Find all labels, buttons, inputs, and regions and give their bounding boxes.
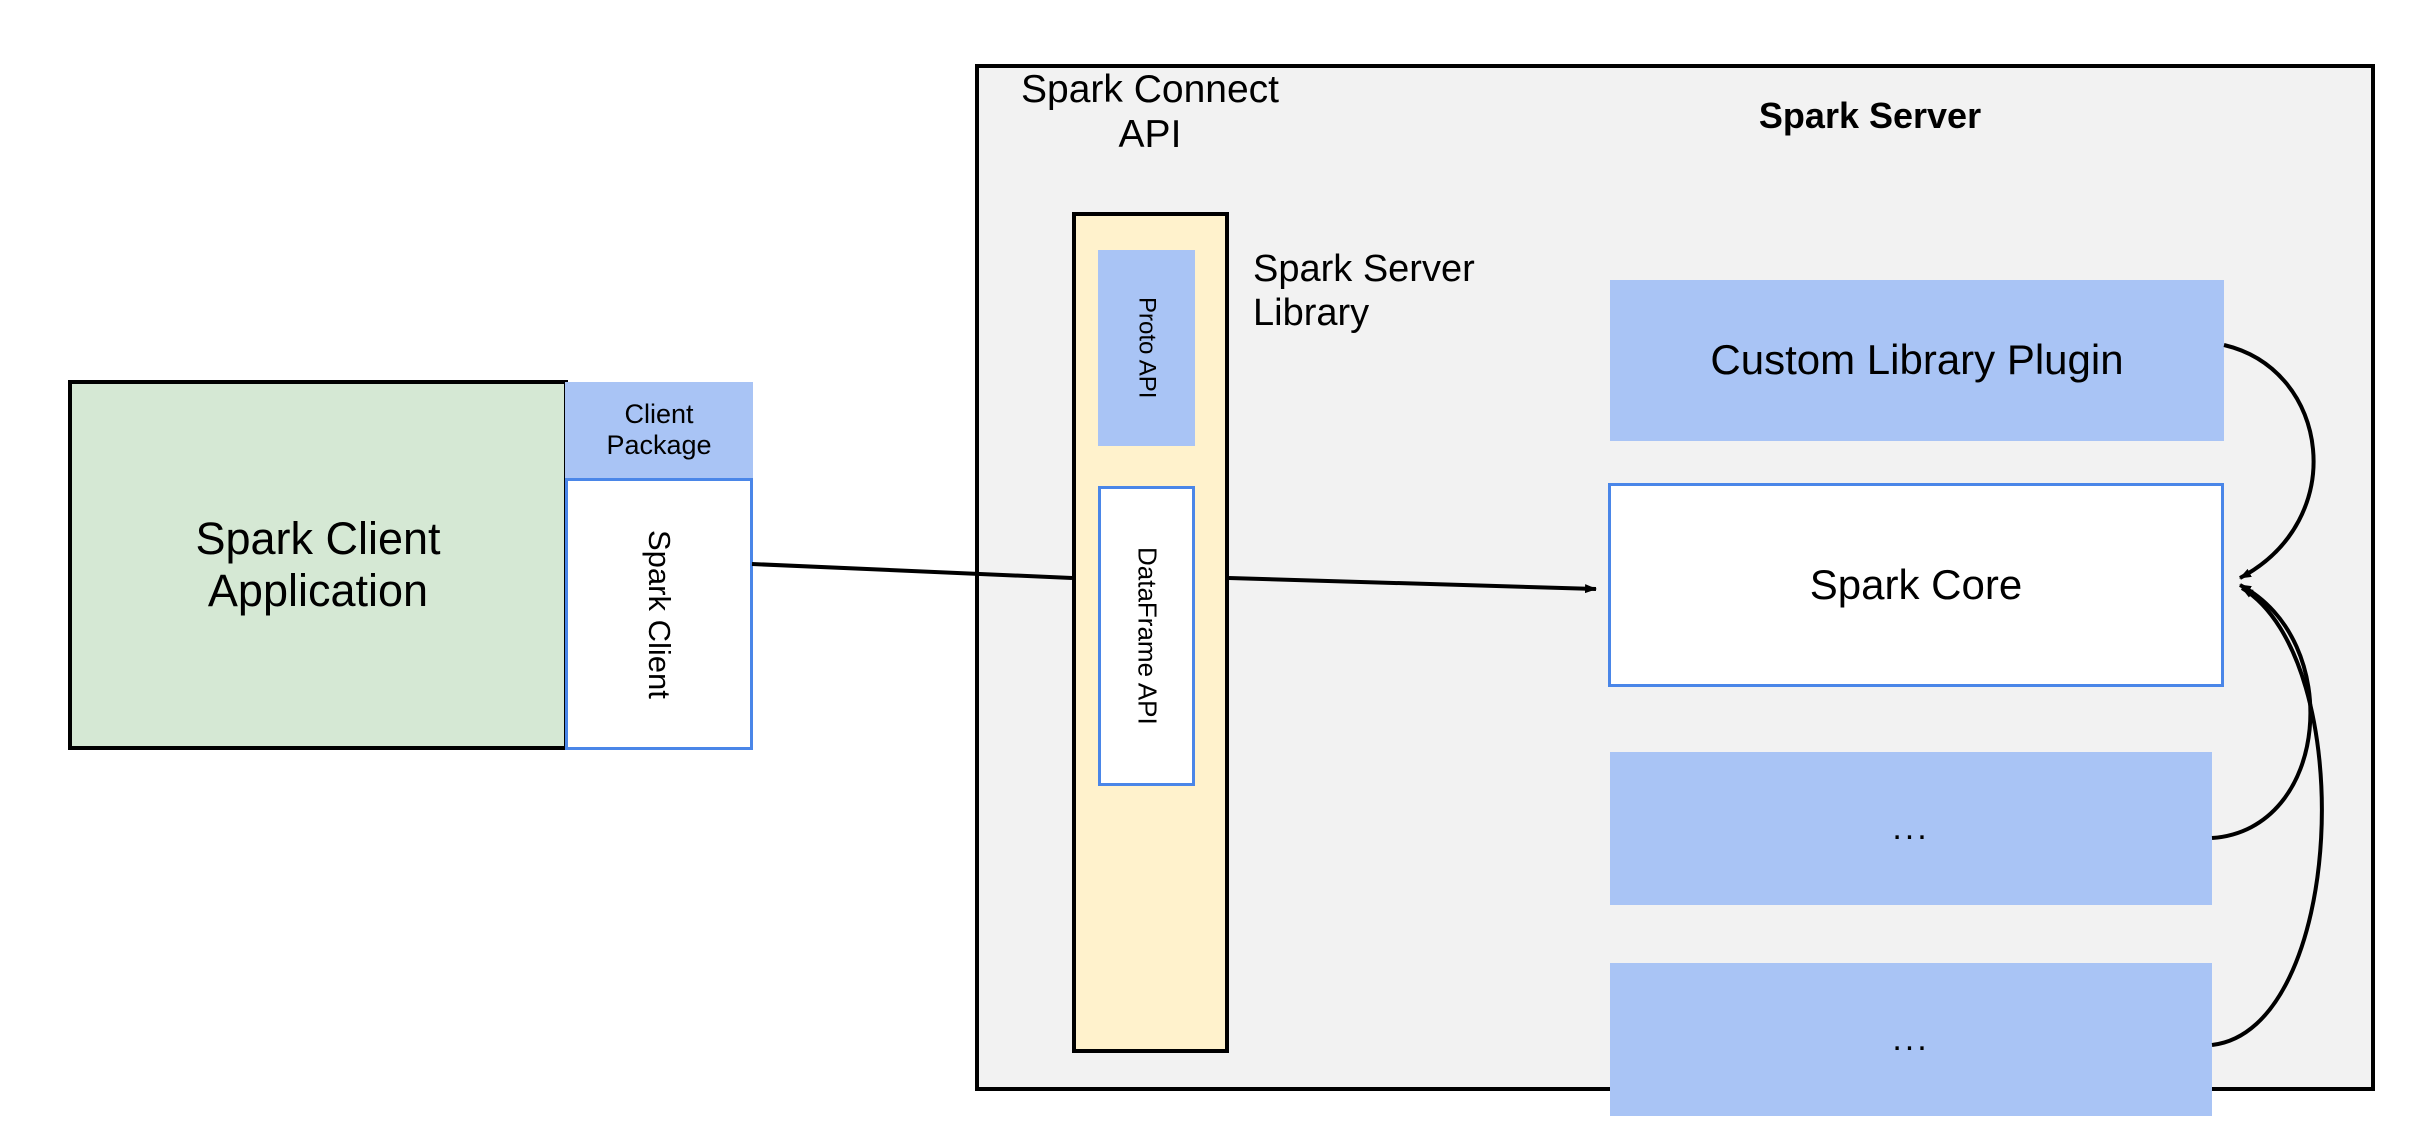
spark-connect-api-text: Spark Connect API	[1021, 68, 1279, 156]
dataframe-api-box[interactable]: DataFrame API	[1098, 486, 1195, 786]
spark-client-application-label: Spark Client Application	[195, 513, 441, 616]
spark-client-label: Spark Client	[641, 529, 677, 699]
ellipsis-box-1[interactable]: ...	[1610, 752, 2212, 905]
ellipsis-box-2[interactable]: ...	[1610, 963, 2212, 1116]
proto-api-box[interactable]: Proto API	[1098, 250, 1195, 446]
spark-client-box[interactable]: Spark Client	[565, 478, 753, 750]
ellipsis-box-1-label: ...	[1892, 808, 1930, 847]
client-package-box[interactable]: Client Package	[565, 382, 753, 478]
client-package-label: Client Package	[606, 398, 712, 460]
custom-library-plugin-box[interactable]: Custom Library Plugin	[1610, 280, 2224, 441]
dataframe-api-label: DataFrame API	[1132, 547, 1163, 725]
proto-api-label: Proto API	[1133, 297, 1161, 399]
ellipsis-box-2-label: ...	[1892, 1019, 1930, 1058]
custom-library-plugin-label: Custom Library Plugin	[1710, 336, 2124, 384]
spark-server-title-text: Spark Server	[1758, 95, 1982, 136]
spark-connect-api-label: Spark Connect API	[1005, 68, 1295, 158]
spark-core-box[interactable]: Spark Core	[1608, 483, 2224, 687]
spark-server-library-text: Spark Server Library	[1253, 248, 1475, 334]
spark-server-library-label: Spark Server Library	[1253, 248, 1573, 348]
spark-server-title: Spark Server	[1680, 95, 2060, 145]
spark-client-application-box[interactable]: Spark Client Application	[68, 380, 568, 750]
spark-core-label: Spark Core	[1809, 560, 2023, 608]
